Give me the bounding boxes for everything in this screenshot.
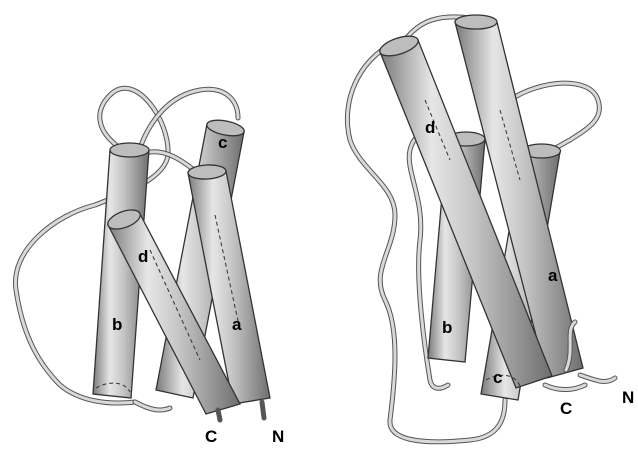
left-c-terminus-label: C xyxy=(205,427,217,446)
right-helix-c-label: c xyxy=(493,368,502,387)
left-helix-a-label: a xyxy=(232,315,242,334)
left-helix-d-label: d xyxy=(138,247,148,266)
left-helix-b-label: b xyxy=(112,315,122,334)
left-c-tail xyxy=(218,410,220,420)
left-helix-c-label: c xyxy=(218,133,227,152)
left-helix-bundle: c d b a C N xyxy=(15,88,284,446)
right-helix-b-label: b xyxy=(442,318,452,337)
right-helix-bundle: d a b c C N xyxy=(347,15,634,442)
right-c-terminus-label: C xyxy=(560,399,572,418)
right-helix-d-label: d xyxy=(425,118,435,137)
right-n-terminus-label: N xyxy=(622,388,634,407)
left-n-terminus-label: N xyxy=(272,427,284,446)
left-n-tail xyxy=(262,402,264,418)
right-helix-a-label: a xyxy=(548,266,558,285)
